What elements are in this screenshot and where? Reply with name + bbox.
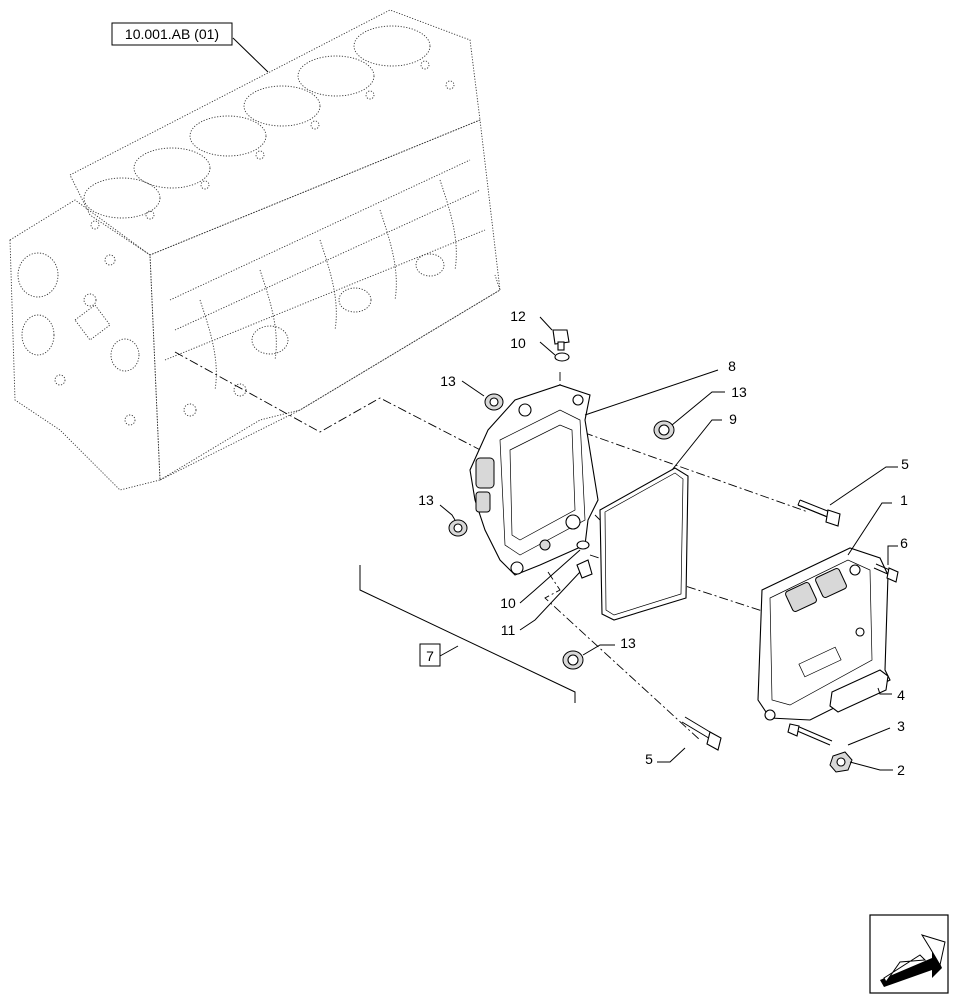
group-box[interactable]: 7	[419, 643, 441, 667]
cover-plate	[829, 669, 889, 713]
callout-1: 1	[900, 492, 908, 508]
callout-3: 3	[897, 718, 905, 734]
callout-13-b: 13	[731, 384, 747, 400]
callout-12: 12	[510, 308, 526, 324]
callout-13-d: 13	[620, 635, 636, 651]
callout-10-top: 10	[510, 335, 526, 351]
callout-labels: 12 10 13 8 13 9 5 1 13 6 10 11 13 4 3 5 …	[418, 308, 909, 778]
callout-5-bottom: 5	[645, 751, 653, 767]
callout-13-a: 13	[440, 373, 456, 389]
callout-6: 6	[900, 535, 908, 551]
callout-5-top: 5	[901, 456, 909, 472]
callout-9: 9	[729, 411, 737, 427]
reference-box[interactable]: 10.001.AB (01)	[111, 22, 233, 46]
callout-4: 4	[897, 687, 905, 703]
leader-lines	[232, 37, 898, 771]
callout-2: 2	[897, 762, 905, 778]
gasket	[599, 467, 689, 621]
arrow-navigation-icon[interactable]	[869, 914, 949, 994]
callout-11: 11	[501, 622, 516, 638]
callout-10-bottom: 10	[500, 595, 516, 611]
engine-block	[9, 9, 501, 491]
hardware	[448, 329, 899, 773]
callout-8: 8	[728, 358, 736, 374]
callout-13-c: 13	[418, 492, 434, 508]
ecu-bracket	[469, 384, 599, 576]
reference-box-label: 10.001.AB (01)	[125, 26, 219, 42]
group-bracket-line	[359, 565, 576, 703]
group-box-label: 7	[426, 648, 434, 664]
